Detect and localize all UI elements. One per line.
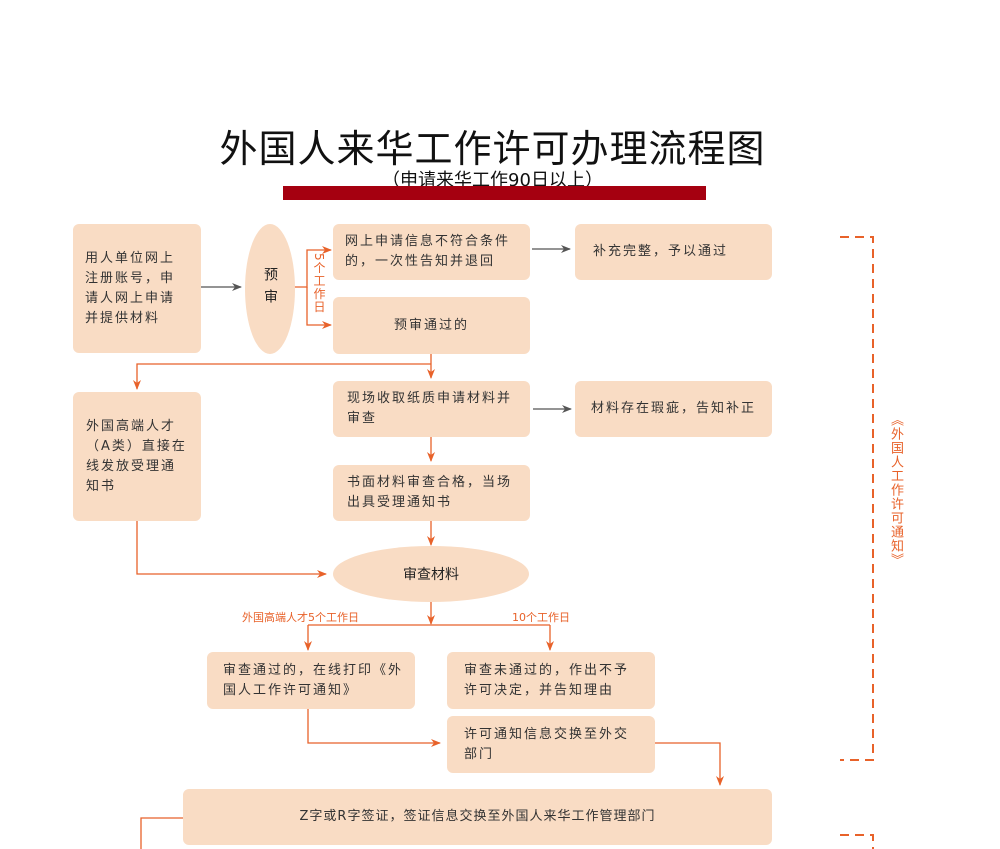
page-title: 外国人来华工作许可办理流程图 [219,127,766,171]
node-passed: 审查通过的，在线打印《外国人工作许可通知》 [207,652,415,709]
label-bracket: 《外国人工作许可通知》 [888,413,903,567]
node-class-a: 外国高端人才（A类）直接在线发放受理通知书 [73,392,201,521]
node-onsite: 现场收取纸质申请材料并审查 [333,381,530,437]
node-review: 审查材料 [333,546,529,602]
node-not-qualified: 网上申请信息不符合条件的，一次性告知并退回 [333,224,530,280]
node-accept: 书面材料审查合格，当场出具受理通知书 [333,465,530,521]
node-supplement: 补充完整，予以通过 [575,224,772,280]
label-high-talent-days: 外国高端人才5个工作日 [242,611,359,624]
node-defect: 材料存在瑕疵，告知补正 [575,381,772,437]
node-register: 用人单位网上注册账号，申请人网上申请并提供材料 [73,224,201,353]
dashed-bracket [840,236,874,849]
node-visa: Z字或R字签证，签证信息交换至外国人来华工作管理部门 [183,789,772,845]
node-exchange: 许可通知信息交换至外交部门 [447,716,655,773]
node-pre-review: 预审 [245,224,295,354]
node-failed: 审查未通过的，作出不予许可决定，并告知理由 [447,652,655,709]
label-five-days: 5个工作日 [312,253,326,314]
node-pre-passed: 预审通过的 [333,297,530,354]
title-bar [283,186,706,200]
label-ten-days: 10个工作日 [512,611,570,624]
page-subtitle: （申请来华工作90日以上） [382,170,603,191]
